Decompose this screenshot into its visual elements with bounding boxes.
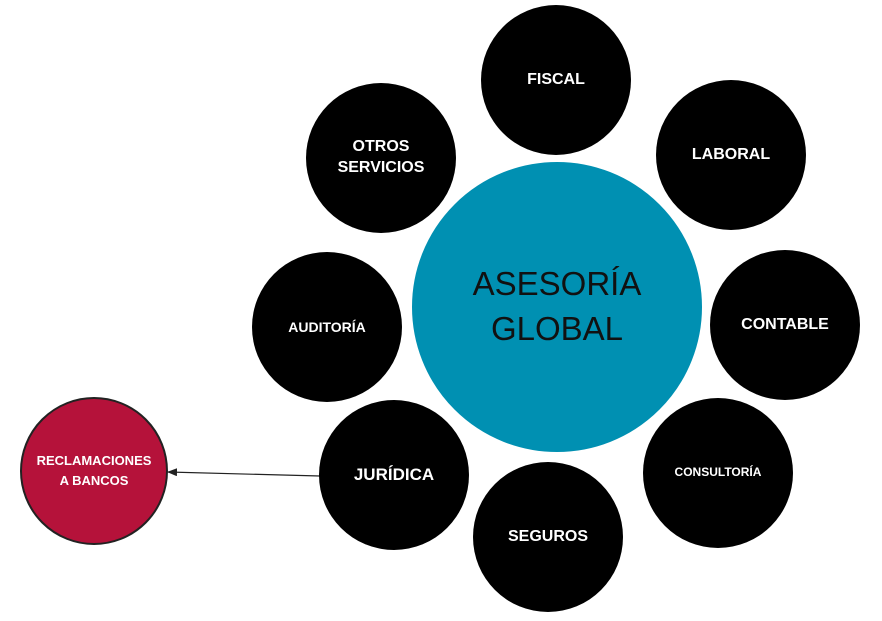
service-node-auditoria: AUDITORÍA bbox=[252, 252, 402, 402]
service-node-label: SEGUROS bbox=[507, 527, 588, 545]
juridica-to-reclamaciones-arrow bbox=[167, 468, 321, 477]
center-node-asesoria-global: ASESORÍA GLOBAL bbox=[410, 160, 704, 454]
service-node-label: CONSULTORÍA bbox=[674, 465, 762, 480]
service-node-seguros: SEGUROS bbox=[473, 462, 623, 612]
center-node-label: ASESORÍA GLOBAL bbox=[472, 265, 642, 347]
service-node-label: LABORAL bbox=[691, 145, 771, 163]
service-node-consultoria: CONSULTORÍA bbox=[643, 398, 793, 548]
highlight-node-reclamaciones-bancos: RECLAMACIONES A BANCOS bbox=[20, 397, 168, 545]
service-node-label: OTROS SERVICIOS bbox=[337, 138, 425, 176]
service-node-contable: CONTABLE bbox=[710, 250, 860, 400]
service-node-otros-servicios: OTROS SERVICIOS bbox=[306, 83, 456, 233]
service-node-label: FISCAL bbox=[527, 70, 585, 88]
service-node-label: CONTABLE bbox=[741, 315, 829, 333]
service-node-laboral: LABORAL bbox=[656, 80, 806, 230]
service-node-label: AUDITORÍA bbox=[288, 318, 366, 335]
service-node-label: JURÍDICA bbox=[353, 464, 435, 484]
service-node-fiscal: FISCAL bbox=[481, 5, 631, 155]
highlight-node-label: RECLAMACIONES A BANCOS bbox=[36, 452, 152, 488]
service-node-juridica: JURÍDICA bbox=[319, 400, 469, 550]
